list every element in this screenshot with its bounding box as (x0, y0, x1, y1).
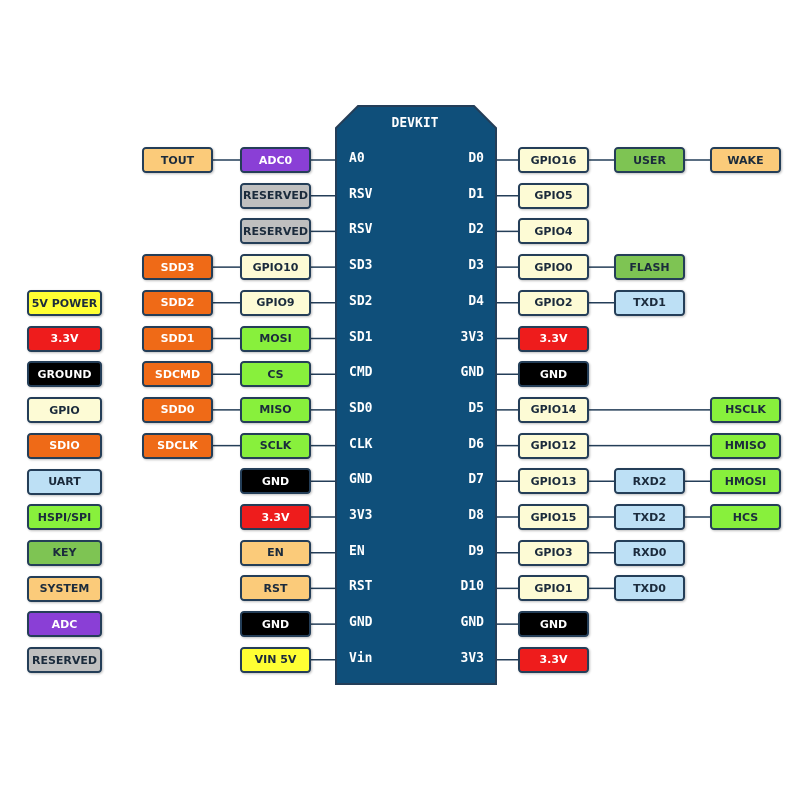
pin-tag-miso: MISO (240, 396, 311, 423)
pin-tag-hcs: HCS (710, 504, 781, 530)
pin-tag-rst: RST (240, 575, 311, 602)
pin-tag-user: USER (614, 147, 685, 173)
legend-gpio: GPIO (27, 397, 102, 424)
pin-tag-reserved: RESERVED (240, 182, 311, 209)
pin-label-d6: D6 (468, 436, 484, 452)
pin-tag-sdd0: SDD0 (142, 396, 213, 423)
pin-label-a0: A0 (349, 151, 365, 166)
pin-tag-wake: WAKE (710, 147, 781, 173)
pin-tag-gpio14: GPIO14 (518, 396, 589, 423)
pin-tag-cs: CS (240, 361, 311, 388)
pin-tag-gpio12: GPIO12 (518, 432, 589, 459)
pin-tag-gpio9: GPIO9 (240, 289, 311, 316)
pin-label-d1: D1 (468, 186, 484, 202)
pin-tag-gpio15: GPIO15 (518, 504, 589, 530)
legend-system: SYSTEM (27, 575, 102, 602)
pin-tag-sdd1: SDD1 (142, 325, 213, 352)
pin-tag-gnd: GND (518, 361, 589, 388)
pin-tag-flash: FLASH (614, 254, 685, 281)
pin-label-d3: D3 (468, 258, 484, 274)
pin-tag-hmosi: HMOSI (710, 468, 781, 495)
pin-tag-gpio1: GPIO1 (518, 575, 589, 602)
pin-tag-hsclk: HSCLK (710, 396, 781, 423)
pin-label-d0: D0 (468, 151, 484, 166)
pin-label-sd0: SD0 (349, 400, 373, 416)
pin-label-vin: Vin (349, 650, 373, 666)
pin-label-gnd: GND (349, 472, 373, 488)
pin-tag-sdclk: SDCLK (142, 432, 213, 459)
legend-sdio: SDIO (27, 432, 102, 459)
pin-label-rst: RST (349, 579, 373, 595)
pin-tag-rxd2: RXD2 (614, 468, 685, 495)
pin-label-d5: D5 (468, 400, 484, 416)
pin-label-rsv: RSV (349, 186, 373, 202)
legend-uart: UART (27, 468, 102, 495)
pin-tag-adc0: ADC0 (240, 147, 311, 173)
pin-tag-gpio10: GPIO10 (240, 254, 311, 281)
pin-tag-gpio0: GPIO0 (518, 254, 589, 281)
pin-tag-gpio3: GPIO3 (518, 539, 589, 566)
pin-label-gnd: GND (460, 615, 484, 631)
pin-tag-gpio5: GPIO5 (518, 182, 589, 209)
pin-tag-tout: TOUT (142, 147, 213, 173)
pin-label-3v3: 3V3 (460, 329, 484, 345)
pin-tag-vin-5v: VIN 5V (240, 646, 311, 673)
pin-tag-txd2: TXD2 (614, 504, 685, 530)
pin-tag-txd1: TXD1 (614, 289, 685, 316)
pin-label-gnd: GND (460, 365, 484, 381)
pin-label-en: EN (349, 543, 365, 559)
pin-label-d2: D2 (468, 222, 484, 238)
pin-tag-hmiso: HMISO (710, 432, 781, 459)
pin-label-d7: D7 (468, 472, 484, 488)
pin-tag-gpio4: GPIO4 (518, 218, 589, 245)
pin-label-sd2: SD2 (349, 293, 373, 309)
pin-tag-gnd: GND (518, 611, 589, 638)
pin-tag-sdd3: SDD3 (142, 254, 213, 281)
legend-adc: ADC (27, 611, 102, 638)
devkit-board (335, 105, 497, 685)
legend-5v-power: 5V POWER (27, 290, 102, 316)
pin-tag-gnd: GND (240, 611, 311, 638)
pin-tag-gpio2: GPIO2 (518, 289, 589, 316)
pin-tag-reserved: RESERVED (240, 218, 311, 245)
pin-label-sd3: SD3 (349, 258, 373, 274)
legend-3-3v: 3.3V (27, 325, 102, 352)
pin-tag-sclk: SCLK (240, 432, 311, 459)
pin-tag-sdd2: SDD2 (142, 289, 213, 316)
board-title: DEVKIT (391, 116, 439, 131)
legend-hspi-spi: HSPI/SPI (27, 504, 102, 531)
pin-label-3v3: 3V3 (349, 508, 373, 523)
pin-tag-3-3v: 3.3V (518, 646, 589, 673)
pin-label-d9: D9 (468, 543, 484, 559)
pin-tag-gpio13: GPIO13 (518, 468, 589, 495)
pin-label-rsv: RSV (349, 222, 373, 238)
pin-tag-txd0: TXD0 (614, 575, 685, 602)
legend-ground: GROUND (27, 361, 102, 388)
pin-label-clk: CLK (349, 436, 373, 452)
pin-tag-3-3v: 3.3V (518, 325, 589, 352)
pin-tag-sdcmd: SDCMD (142, 361, 213, 388)
pin-tag-mosi: MOSI (240, 325, 311, 352)
pin-tag-gnd: GND (240, 468, 311, 495)
pin-label-3v3: 3V3 (460, 650, 484, 666)
legend-key: KEY (27, 539, 102, 566)
pin-label-gnd: GND (349, 615, 373, 631)
pin-label-d4: D4 (468, 293, 484, 309)
pin-tag-rxd0: RXD0 (614, 539, 685, 566)
pin-label-d10: D10 (460, 579, 484, 595)
pin-label-sd1: SD1 (349, 329, 373, 345)
pin-tag-gpio16: GPIO16 (518, 147, 589, 173)
pin-label-cmd: CMD (349, 365, 373, 381)
legend-reserved: RESERVED (27, 647, 102, 673)
pin-tag-3-3v: 3.3V (240, 504, 311, 530)
pin-tag-en: EN (240, 539, 311, 566)
pin-label-d8: D8 (468, 508, 484, 523)
